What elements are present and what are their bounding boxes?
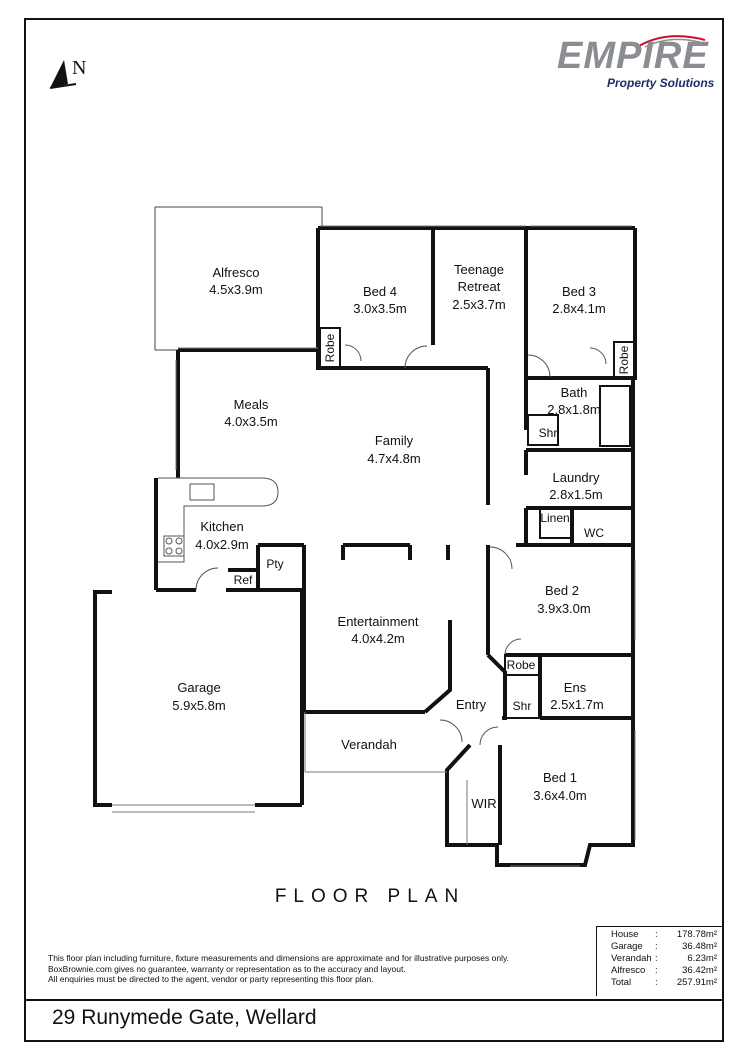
pty-label: Pty xyxy=(266,557,283,571)
ensuite-name: Ens xyxy=(564,680,587,695)
kitchen-bench xyxy=(158,477,279,563)
compass-letter: N xyxy=(72,57,86,79)
family-name: Family xyxy=(375,433,414,448)
area-value: 6.23m² xyxy=(687,953,717,964)
meals-name: Meals xyxy=(234,397,269,412)
north-arrow-icon: N xyxy=(49,57,86,89)
address-divider xyxy=(24,999,724,1001)
bath-name: Bath xyxy=(561,385,588,400)
disclaimer-line: BoxBrownie.com gives no guarantee, warra… xyxy=(48,963,406,974)
wc-label: WC xyxy=(584,526,604,540)
ref-label: Ref xyxy=(234,573,253,587)
verandah-name: Verandah xyxy=(341,737,397,752)
alfresco-name: Alfresco xyxy=(213,265,260,280)
wir-name: WIR xyxy=(471,796,496,811)
robe-bed3-label: Robe xyxy=(617,345,631,374)
kitchen-name: Kitchen xyxy=(200,519,243,534)
area-name: House xyxy=(611,929,639,940)
alfresco-dims: 4.5x3.9m xyxy=(209,282,262,297)
area-row: Total: 257.91m² xyxy=(611,977,717,988)
shr-ens-label: Shr xyxy=(513,699,532,713)
empire-logo: EMPIRE Property Solutions xyxy=(555,32,725,96)
area-summary-table: House: 178.78m² Garage: 36.48m² Verandah… xyxy=(596,926,722,996)
windows xyxy=(112,225,636,867)
area-value: 257.91m² xyxy=(676,977,717,988)
teenage-retreat-name-1: Teenage xyxy=(454,262,504,277)
robe-bed2-label: Robe xyxy=(507,658,536,672)
ensuite-dims: 2.5x1.7m xyxy=(550,697,603,712)
laundry-dims: 2.8x1.5m xyxy=(549,487,602,502)
logo-swoosh-icon xyxy=(638,35,706,48)
area-value: 36.42m² xyxy=(682,965,717,976)
page-frame xyxy=(24,18,724,1042)
shr-bath-label: Shr xyxy=(539,426,558,440)
disclaimer-line: All enquiries must be directed to the ag… xyxy=(48,974,374,984)
bed1-dims: 3.6x4.0m xyxy=(533,788,586,803)
kitchen-dims: 4.0x2.9m xyxy=(195,537,248,552)
entertainment-name: Entertainment xyxy=(338,614,419,629)
bed3-name: Bed 3 xyxy=(562,284,596,299)
area-row: Verandah: 6.23m² xyxy=(611,953,717,964)
bed4-name: Bed 4 xyxy=(363,284,397,299)
area-row: Garage: 36.48m² xyxy=(611,941,717,952)
fixture-boxes xyxy=(319,327,635,719)
teenage-retreat-name-2: Retreat xyxy=(458,279,501,294)
floor-plan-title: FLOOR PLAN xyxy=(274,886,466,907)
alfresco-outline xyxy=(154,206,323,351)
family-dims: 4.7x4.8m xyxy=(367,451,420,466)
laundry-name: Laundry xyxy=(553,470,600,485)
bed4-dims: 3.0x3.5m xyxy=(353,301,406,316)
disclaimer-line: This floor plan including furniture, fix… xyxy=(48,953,509,963)
area-name: Total xyxy=(611,977,632,988)
bed2-dims: 3.9x3.0m xyxy=(537,601,590,616)
area-row: Alfresco: 36.42m² xyxy=(611,965,717,976)
entertainment-dims: 4.0x4.2m xyxy=(351,631,404,646)
property-address: 29 Runymede Gate, Wellard xyxy=(52,1006,317,1029)
bed3-dims: 2.8x4.1m xyxy=(552,301,605,316)
teenage-retreat-dims: 2.5x3.7m xyxy=(452,297,505,312)
area-value: 36.48m² xyxy=(682,941,717,952)
area-name: Alfresco xyxy=(611,965,646,976)
area-name: Garage xyxy=(611,941,643,952)
bed2-name: Bed 2 xyxy=(545,583,579,598)
door-swings xyxy=(195,344,607,746)
disclaimer: This floor plan including furniture, fix… xyxy=(48,953,568,985)
bath-dims: 2.8x1.8m xyxy=(547,402,600,417)
robe-bed4-label: Robe xyxy=(323,333,337,362)
bed1-name: Bed 1 xyxy=(543,770,577,785)
meals-dims: 4.0x3.5m xyxy=(224,414,277,429)
area-value: 178.78m² xyxy=(676,929,717,940)
area-row: House: 178.78m² xyxy=(611,929,717,940)
garage-name: Garage xyxy=(177,680,220,695)
garage-dims: 5.9x5.8m xyxy=(172,698,225,713)
logo-brand: EMPIRE xyxy=(557,35,709,77)
linen-label: Linen xyxy=(540,511,569,525)
entry-name: Entry xyxy=(456,697,487,712)
logo-tagline: Property Solutions xyxy=(607,76,715,90)
area-name: Verandah xyxy=(611,953,652,964)
